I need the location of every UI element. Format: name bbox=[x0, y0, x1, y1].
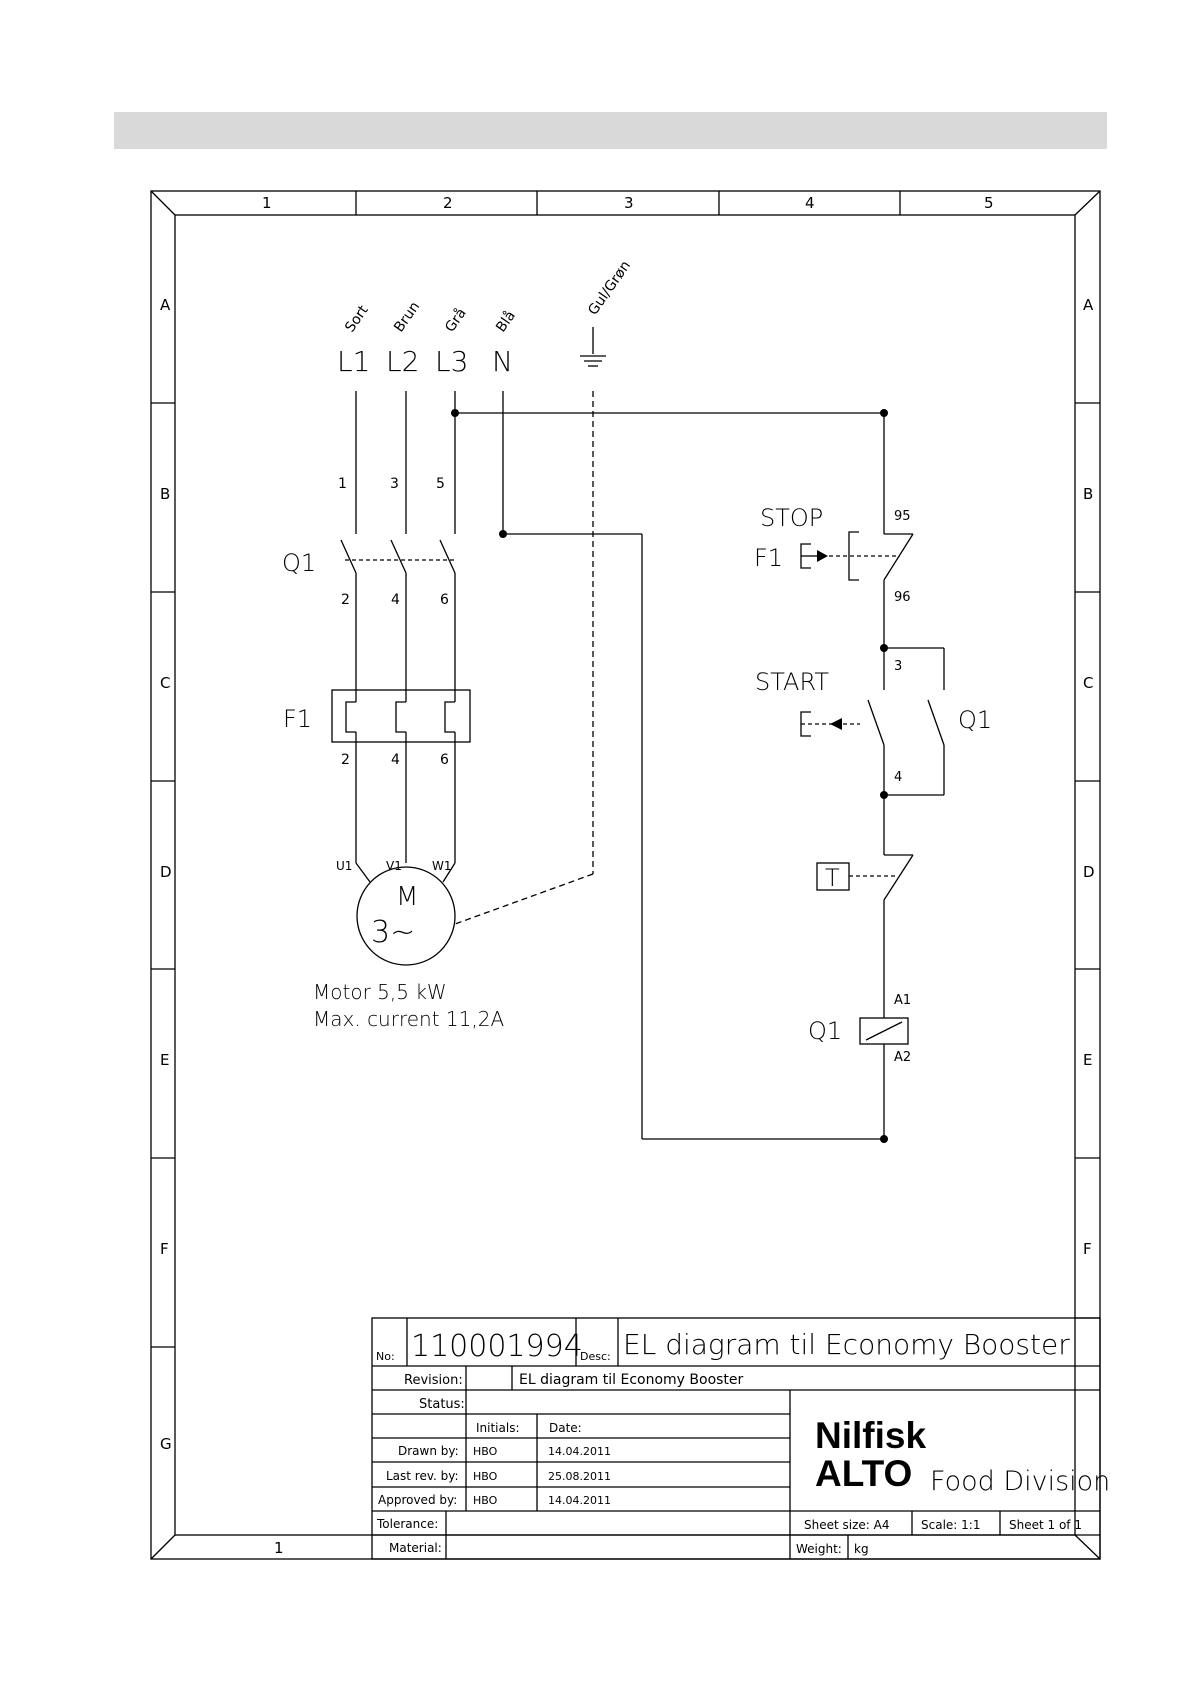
logo-division: Food Division bbox=[930, 1466, 1110, 1497]
breaker-out-6: 6 bbox=[440, 592, 449, 608]
initials-label: Initials: bbox=[476, 1421, 520, 1435]
row-label-d-right: D bbox=[1083, 863, 1095, 881]
wire-color-l3: Grå bbox=[441, 305, 469, 335]
col-label-3: 3 bbox=[624, 194, 634, 212]
row-label-e-right: E bbox=[1083, 1051, 1092, 1069]
row-label-a-left: A bbox=[160, 296, 171, 314]
thermo-label: T bbox=[825, 864, 840, 892]
bottom-col-label: 1 bbox=[274, 1539, 284, 1557]
motor-terminal-v1: V1 bbox=[386, 859, 402, 873]
row-label-d-left: D bbox=[160, 863, 172, 881]
coil-a2: A2 bbox=[894, 1050, 911, 1065]
col-label-4: 4 bbox=[805, 194, 815, 212]
drawing-number: 110001994 bbox=[411, 1329, 583, 1364]
row-label-b-right: B bbox=[1083, 485, 1093, 503]
row-label-b-left: B bbox=[160, 485, 170, 503]
terminal-l1: L1 bbox=[337, 345, 370, 378]
drawn-by-label: Drawn by: bbox=[398, 1444, 459, 1458]
drawn-by-date: 14.04.2011 bbox=[548, 1445, 611, 1458]
motor-power-text: Motor 5,5 kW bbox=[313, 980, 447, 1004]
revision-label: Revision: bbox=[404, 1373, 463, 1388]
motor-symbol-3ac: 3~ bbox=[371, 915, 415, 950]
breaker-label: Q1 bbox=[282, 549, 316, 577]
approved-label: Approved by: bbox=[378, 1493, 457, 1507]
start-label: START bbox=[755, 668, 829, 696]
terminal-l2: L2 bbox=[386, 345, 419, 378]
col-label-1: 1 bbox=[262, 194, 272, 212]
breaker-in-5: 5 bbox=[436, 476, 445, 492]
row-label-c-left: C bbox=[160, 674, 170, 692]
row-label-a-right: A bbox=[1083, 296, 1094, 314]
row-label-f-right: F bbox=[1083, 1240, 1092, 1258]
wire-color-l1: Sort bbox=[342, 302, 372, 335]
date-label: Date: bbox=[549, 1421, 582, 1435]
breaker-out-2: 2 bbox=[341, 592, 350, 608]
overload-out-2: 2 bbox=[341, 752, 350, 768]
breaker-in-3: 3 bbox=[390, 476, 399, 492]
motor-terminal-u1: U1 bbox=[336, 859, 352, 873]
material-label: Material: bbox=[389, 1541, 442, 1555]
motor-terminal-w1: W1 bbox=[432, 859, 452, 873]
col-label-5: 5 bbox=[984, 194, 994, 212]
logo-nilfisk: Nilfisk bbox=[815, 1415, 926, 1456]
revision-value: EL diagram til Economy Booster bbox=[519, 1372, 744, 1388]
wire-color-n: Blå bbox=[492, 307, 519, 335]
stop-contact-96: 96 bbox=[894, 590, 911, 605]
terminal-l3: L3 bbox=[435, 345, 468, 378]
stop-device-label: F1 bbox=[754, 544, 783, 572]
logo-alto: ALTO bbox=[815, 1453, 912, 1494]
hold-contact-label: Q1 bbox=[958, 706, 992, 734]
motor-symbol-m: M bbox=[396, 882, 418, 912]
approved-date: 14.04.2011 bbox=[548, 1494, 611, 1507]
stop-arrow-icon bbox=[817, 550, 828, 562]
hold-contact-3: 3 bbox=[894, 659, 902, 674]
row-label-f-left: F bbox=[160, 1240, 169, 1258]
row-label-c-right: C bbox=[1083, 674, 1093, 692]
last-rev-initials: HBO bbox=[473, 1470, 498, 1483]
hold-contact-4: 4 bbox=[894, 770, 902, 785]
desc-label: Desc: bbox=[580, 1350, 611, 1363]
status-label: Status: bbox=[419, 1397, 465, 1412]
junction-dots bbox=[451, 409, 888, 1143]
overload-out-4: 4 bbox=[391, 752, 400, 768]
breaker-in-1: 1 bbox=[338, 476, 347, 492]
wire-color-pe: Gul/Grøn bbox=[585, 258, 634, 318]
col-label-2: 2 bbox=[443, 194, 453, 212]
drawn-by-initials: HBO bbox=[473, 1445, 498, 1458]
stop-contact-95: 95 bbox=[894, 509, 911, 524]
wire-color-l2: Brun bbox=[391, 299, 423, 335]
stop-label: STOP bbox=[760, 504, 823, 532]
weight-unit: kg bbox=[854, 1542, 869, 1556]
header-banner bbox=[114, 112, 1107, 149]
start-arrow-icon bbox=[830, 718, 842, 730]
breaker-out-4: 4 bbox=[391, 592, 400, 608]
tolerance-label: Tolerance: bbox=[376, 1517, 438, 1531]
row-label-g-left: G bbox=[160, 1435, 172, 1453]
sheet-size: Sheet size: A4 bbox=[804, 1518, 889, 1532]
overload-label: F1 bbox=[283, 705, 312, 733]
coil-label: Q1 bbox=[808, 1017, 842, 1045]
row-label-e-left: E bbox=[160, 1051, 169, 1069]
approved-initials: HBO bbox=[473, 1494, 498, 1507]
no-label: No: bbox=[376, 1350, 395, 1363]
last-rev-label: Last rev. by: bbox=[386, 1469, 459, 1483]
terminal-n: N bbox=[492, 345, 513, 378]
last-rev-date: 25.08.2011 bbox=[548, 1470, 611, 1483]
weight-label: Weight: bbox=[796, 1542, 842, 1556]
sheet-number: Sheet 1 of 1 bbox=[1009, 1518, 1082, 1532]
coil-a1: A1 bbox=[894, 993, 911, 1008]
scale: Scale: 1:1 bbox=[921, 1518, 980, 1532]
overload-out-6: 6 bbox=[440, 752, 449, 768]
motor-current-text: Max. current 11,2A bbox=[313, 1007, 504, 1031]
drawing-description: EL diagram til Economy Booster bbox=[623, 1328, 1070, 1361]
